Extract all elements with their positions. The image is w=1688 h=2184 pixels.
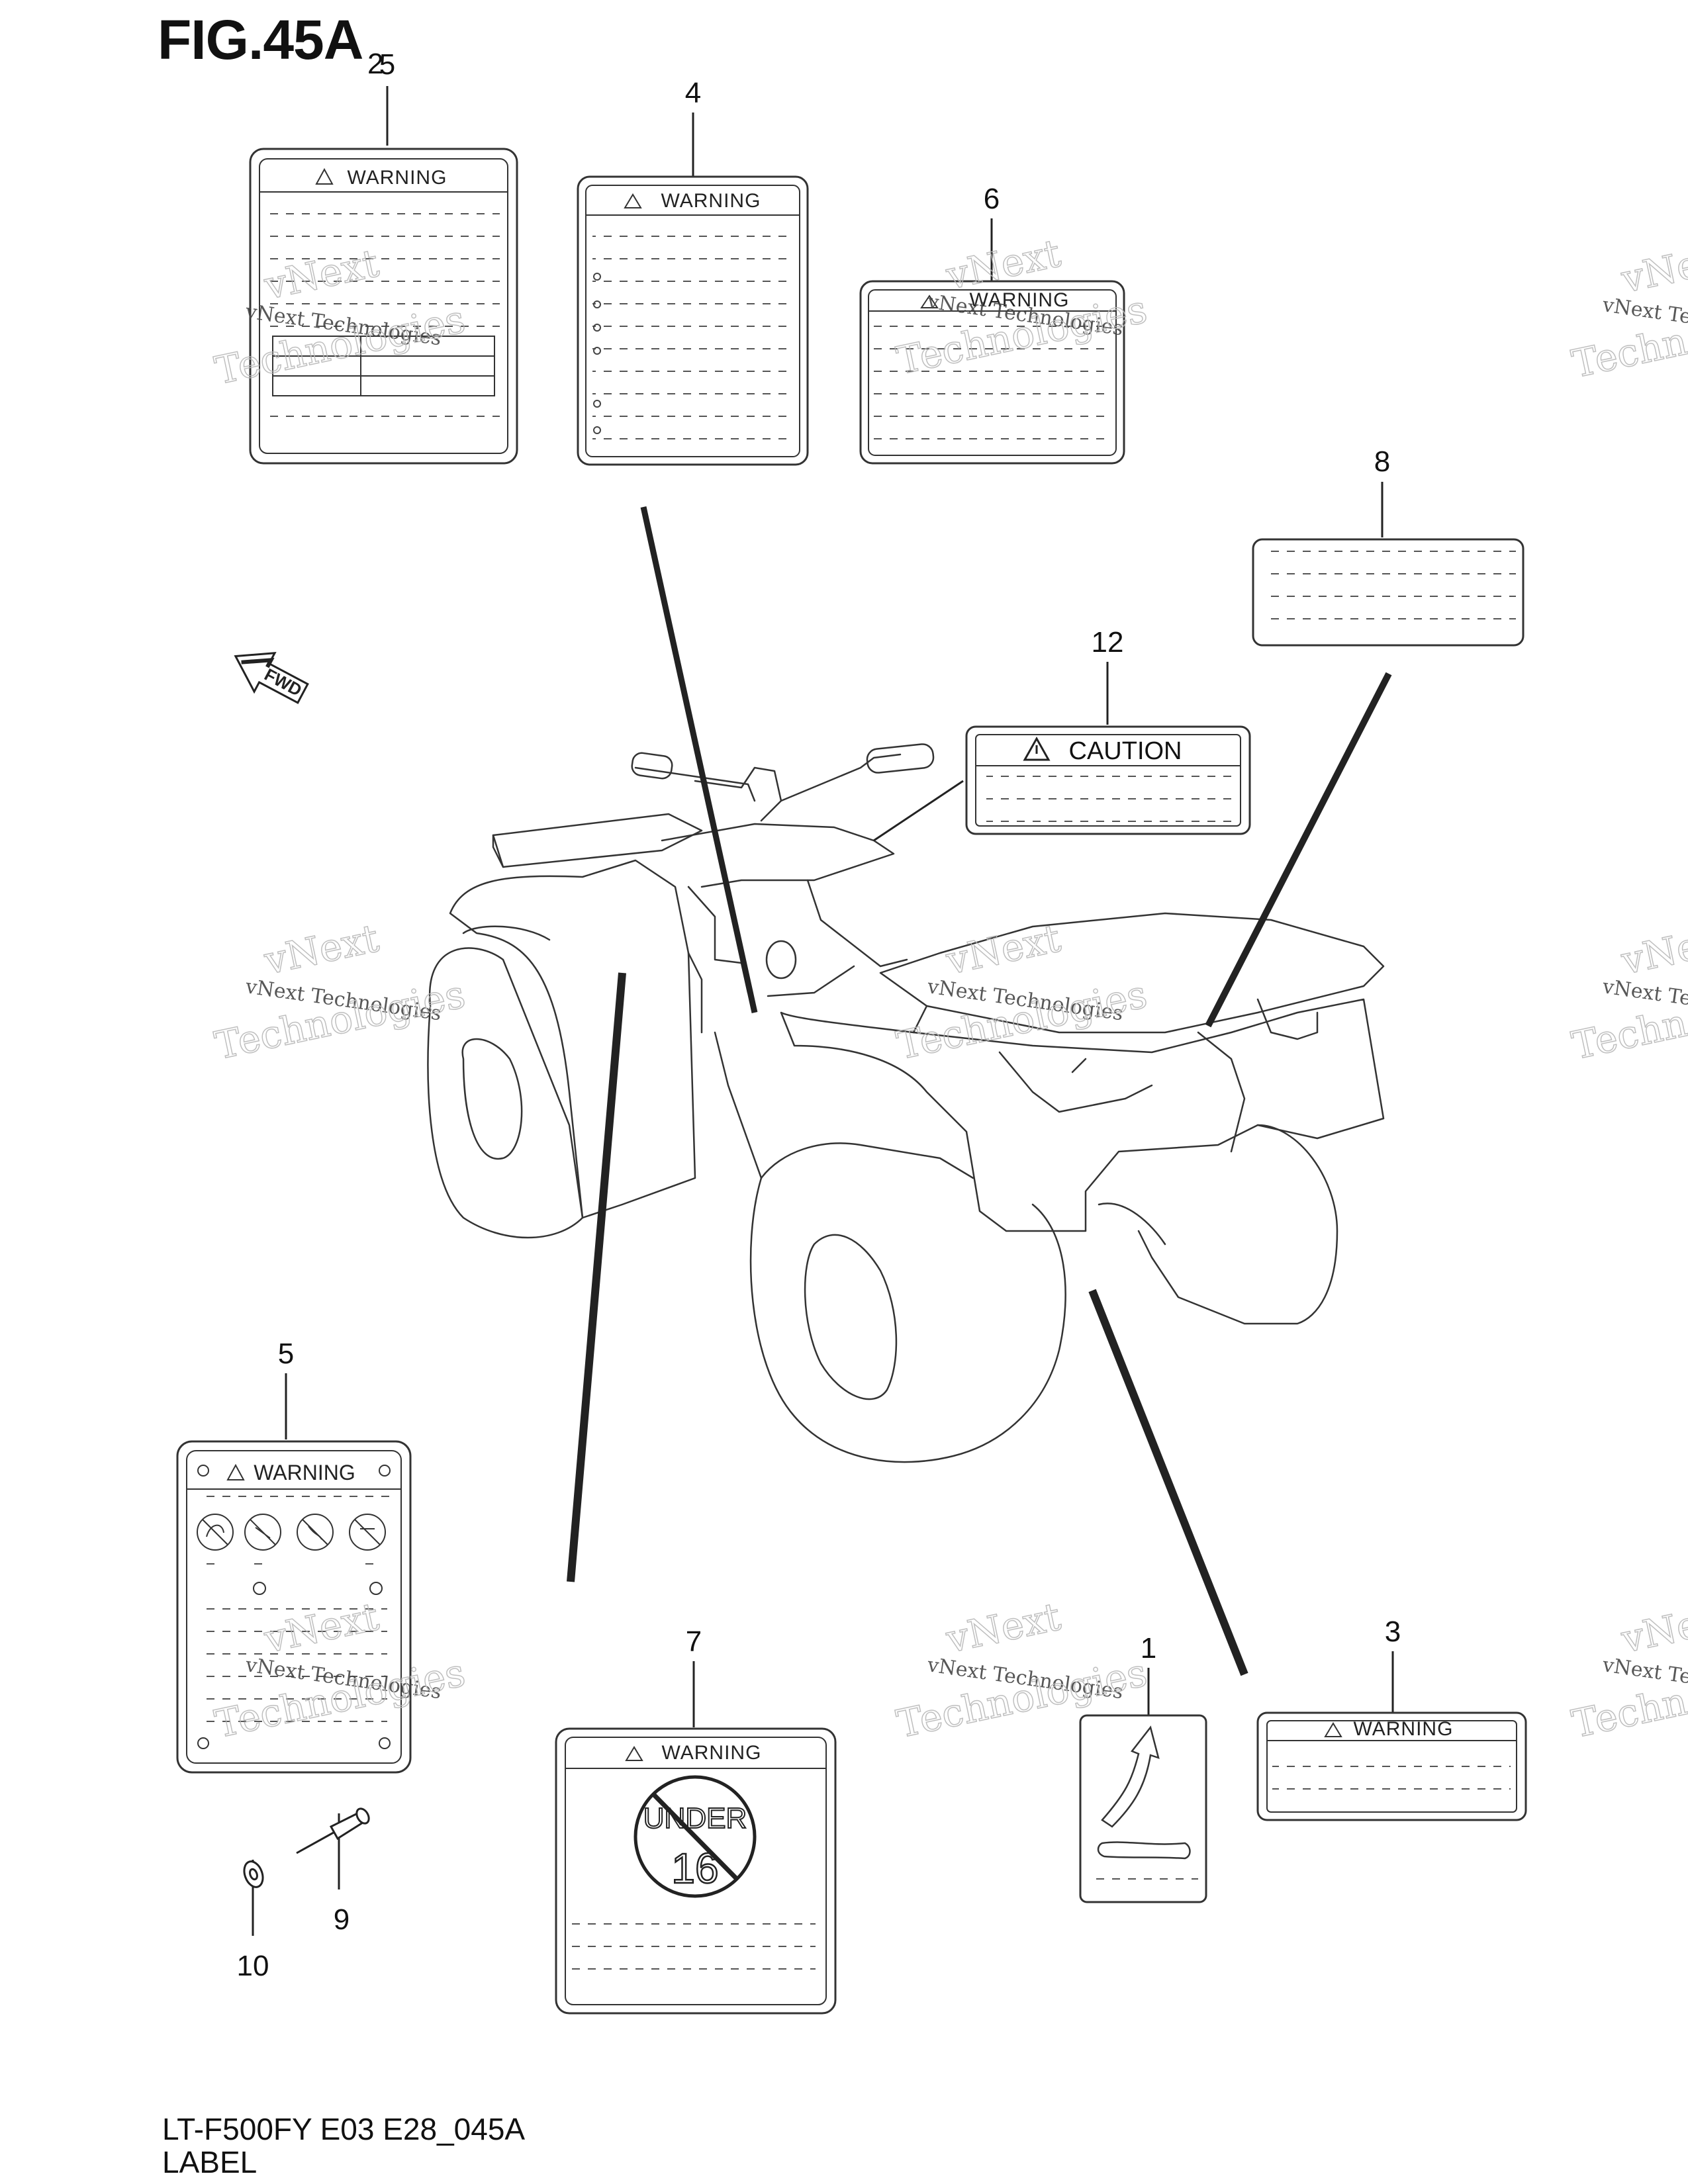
figure-subscript: 2	[367, 48, 384, 80]
footer-model: LT-F500FY E03 E28_045A	[162, 2112, 526, 2146]
warning-triangle-icon	[920, 295, 939, 308]
footer-section: LABEL	[162, 2145, 258, 2179]
label-4-title: WARNING	[661, 190, 761, 212]
callout-10: 10	[237, 1950, 269, 1982]
svg-text:vNext: vNext	[260, 915, 383, 983]
label-7: WARNING UNDER 16	[555, 1727, 837, 2015]
label-12-title: CAUTION	[1069, 737, 1182, 765]
hazard-pictogram-icon	[197, 1514, 386, 1551]
washer-part	[243, 1860, 264, 1888]
fwd-arrow-icon: FWD	[234, 652, 309, 704]
svg-text:vNext: vNext	[1617, 234, 1688, 302]
callout-1: 1	[1141, 1632, 1156, 1664]
label-7-title: WARNING	[662, 1742, 762, 1764]
warning-triangle-icon	[226, 1463, 245, 1480]
brake-lever-icon	[1097, 1841, 1191, 1860]
warning-triangle-icon	[1023, 736, 1051, 761]
callout-2: 5	[379, 48, 395, 81]
label-1	[1079, 1714, 1207, 1903]
callout-9: 9	[334, 1903, 350, 1936]
svg-text:vNext: vNext	[942, 915, 1064, 983]
callouts	[252, 86, 1394, 1936]
label-12: CAUTION	[965, 725, 1251, 835]
under-text: UNDER	[643, 1802, 747, 1835]
leader-lines	[567, 506, 1392, 1676]
atv-illustration	[427, 743, 1385, 1463]
warning-triangle-icon	[624, 193, 642, 208]
label-5: WARNING	[176, 1440, 412, 1774]
label-4: WARNING	[577, 175, 809, 466]
label-3: WARNING	[1256, 1711, 1527, 1821]
lever-arrow-icon	[1101, 1725, 1160, 1828]
callout-5: 5	[278, 1338, 294, 1370]
callout-7: 7	[686, 1625, 702, 1658]
warning-triangle-icon	[625, 1746, 643, 1761]
label-8	[1252, 538, 1524, 647]
figure-title: FIG.45A	[158, 9, 363, 71]
label-3-title: WARNING	[1354, 1718, 1454, 1740]
warning-triangle-icon	[1324, 1722, 1342, 1737]
svg-text:vNext: vNext	[1617, 915, 1688, 983]
callout-12: 12	[1092, 626, 1124, 659]
label-2-title: WARNING	[348, 167, 447, 189]
label-2: WARNING	[249, 148, 518, 465]
label-6-title: WARNING	[970, 289, 1070, 311]
label-6: WARNING	[859, 280, 1125, 465]
no-under-16-icon: UNDER 16	[633, 1775, 757, 1898]
push-rivet-part	[296, 1807, 370, 1854]
svg-text:vNext: vNext	[1617, 1594, 1688, 1662]
callout-8: 8	[1374, 445, 1390, 478]
svg-text:vNext: vNext	[942, 1594, 1064, 1662]
warning-triangle-icon	[315, 167, 334, 185]
label-5-title: WARNING	[254, 1461, 355, 1484]
callout-labels: 5 4 6 8 12 5 7 1 3 9 10	[237, 48, 1401, 1982]
callout-6: 6	[984, 183, 1000, 215]
callout-3: 3	[1385, 1615, 1401, 1648]
callout-4: 4	[685, 77, 701, 109]
